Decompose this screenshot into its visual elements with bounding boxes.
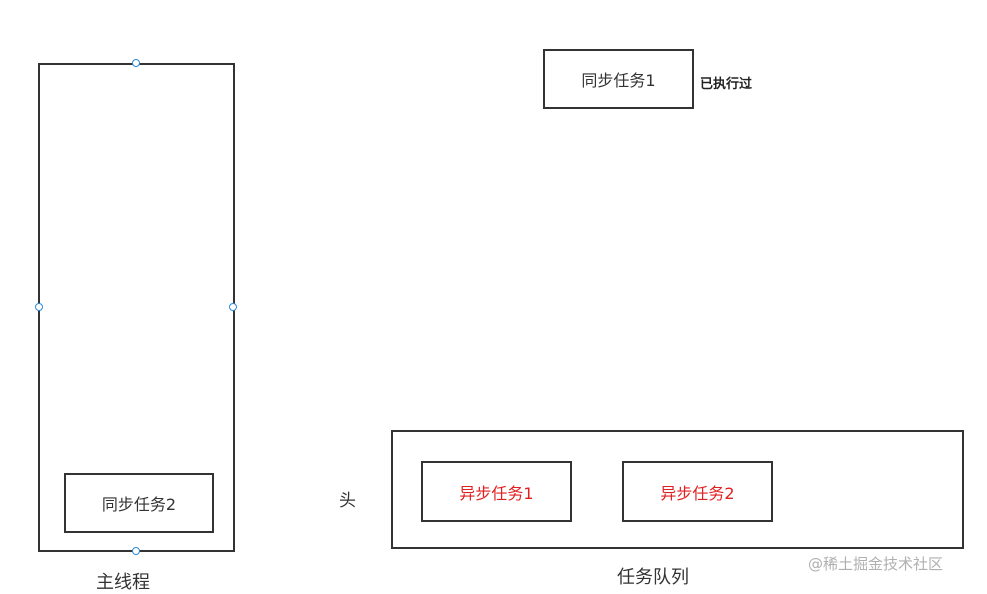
- main-thread-label: 主线程: [96, 572, 150, 593]
- executed-note: 已执行过: [700, 77, 753, 92]
- task-queue-label: 任务队列: [617, 567, 689, 588]
- async-task-1: 异步任务1: [421, 461, 572, 522]
- main-thread-bottom-handle[interactable]: [132, 547, 140, 555]
- main-thread-right-handle[interactable]: [229, 303, 237, 311]
- async-task-2: 异步任务2: [622, 461, 773, 522]
- sync-task-2: 同步任务2: [64, 473, 214, 533]
- main-thread-top-handle[interactable]: [132, 59, 140, 67]
- sync-task-1: 同步任务1: [543, 49, 694, 109]
- watermark: @稀土掘金技术社区: [808, 555, 944, 573]
- main-thread-left-handle[interactable]: [35, 303, 43, 311]
- main-thread-box: [38, 63, 235, 552]
- queue-head-label: 头: [339, 491, 356, 511]
